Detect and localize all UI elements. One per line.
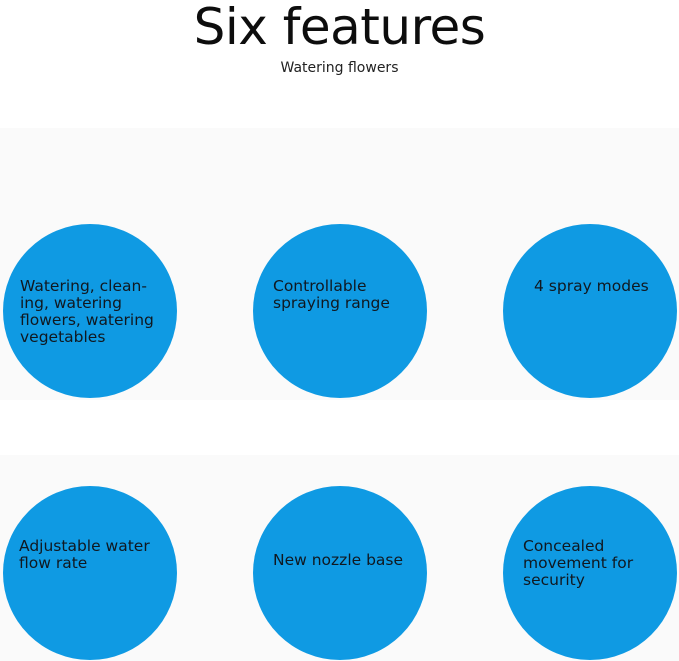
feature-label: Adjustable water flow rate: [19, 537, 150, 572]
page-title: Six features: [193, 0, 486, 56]
feature-circle-watering: Watering, clean- ing, watering flowers, …: [3, 224, 177, 398]
feature-circle-concealed-movement: Concealed movement for security: [503, 486, 677, 660]
page-subtitle: Watering flowers: [280, 60, 399, 76]
feature-label: New nozzle base: [273, 551, 404, 569]
feature-label: Controllable spraying range: [273, 277, 390, 312]
feature-label: Watering, clean- ing, watering flowers, …: [20, 277, 154, 346]
feature-circle-spraying-range: Controllable spraying range: [253, 224, 427, 398]
feature-label: 4 spray modes: [534, 277, 649, 295]
feature-circle-flow-rate: Adjustable water flow rate: [3, 486, 177, 660]
feature-circle-nozzle-base: New nozzle base: [253, 486, 427, 660]
feature-label: Concealed movement for security: [523, 537, 634, 589]
feature-circle-spray-modes: 4 spray modes: [503, 224, 677, 398]
